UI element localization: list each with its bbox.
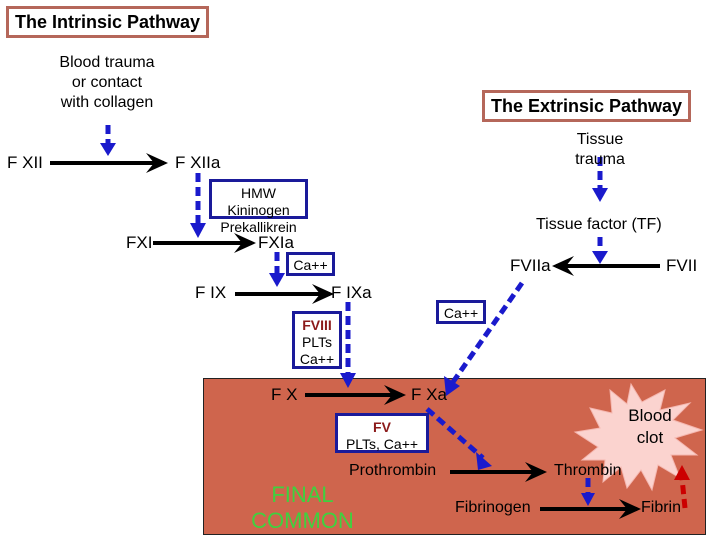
- activation-fviia-to-fx: [450, 281, 525, 384]
- trigger-line: Blood trauma: [59, 54, 155, 71]
- trigger-line: Tissue: [576, 131, 624, 148]
- factor-xa: F Xa: [411, 385, 447, 404]
- arrowhead: [269, 273, 285, 287]
- fibrinogen: Fibrinogen: [455, 499, 531, 516]
- cofactor-factor-v: FV: [373, 419, 391, 435]
- clot-line: Blood: [628, 406, 672, 425]
- cofactor-calcium-1: Ca++: [286, 252, 335, 276]
- arrowhead: [100, 143, 116, 156]
- intrinsic-trigger: Blood trauma or contact with collagen: [52, 53, 162, 113]
- trigger-line: with collagen: [60, 94, 154, 111]
- blood-clot-burst: [573, 382, 704, 492]
- fibrin: Fibrin: [641, 499, 682, 516]
- cofactor-hmw-kininogen-prekallikrein: HMW Kininogen Prekallikrein: [209, 179, 308, 235]
- arrowhead: [340, 373, 356, 388]
- blood-clot-label: Blood clot: [614, 405, 686, 449]
- cofactor-factor-viii: FVIII: [302, 317, 332, 333]
- factor-xia: FXIa: [258, 233, 294, 252]
- factor-ixa: F IXa: [331, 283, 372, 302]
- cofactor-fv: FV PLTs, Ca++: [335, 413, 429, 453]
- factor-xi: FXI: [126, 233, 153, 252]
- cofactor-line: Ca++: [299, 351, 335, 367]
- cofactor-line: Prekallikrein: [220, 219, 297, 235]
- arrow-fibrin-to-clot: [679, 477, 688, 509]
- prothrombin: Prothrombin: [349, 462, 437, 479]
- cofactor-line: PLTs, Ca++: [345, 436, 419, 452]
- factor-xii: F XII: [7, 153, 43, 172]
- arrowhead: [444, 376, 460, 396]
- factor-x: F X: [271, 385, 298, 404]
- factor-ix: F IX: [195, 283, 227, 302]
- trigger-line: or contact: [71, 74, 143, 91]
- arrowhead: [190, 223, 206, 238]
- factor-xiia: F XIIa: [175, 153, 221, 172]
- factor-viia: FVIIa: [510, 256, 551, 275]
- trigger-line: trauma: [575, 151, 625, 168]
- clot-line: clot: [636, 428, 664, 447]
- thrombin: Thrombin: [554, 462, 622, 479]
- tissue-factor: Tissue factor (TF): [536, 216, 662, 233]
- cofactor-fviii: FVIII PLTs Ca++: [292, 311, 342, 369]
- final-common-line: FINAL: [271, 482, 334, 507]
- intrinsic-pathway-title: The Intrinsic Pathway: [6, 6, 210, 38]
- arrowhead-red: [674, 465, 690, 480]
- extrinsic-pathway-title: The Extrinsic Pathway: [482, 90, 692, 122]
- factor-vii: FVII: [666, 256, 698, 275]
- arrowhead: [592, 251, 608, 264]
- cofactor-calcium-2: Ca++: [436, 300, 486, 324]
- cofactor-line: HMW Kininogen: [227, 185, 290, 218]
- arrowhead: [476, 452, 492, 470]
- arrowhead: [581, 493, 595, 506]
- final-common-label: FINAL COMMON: [240, 482, 365, 534]
- final-common-line: COMMON: [251, 508, 354, 533]
- activation-fxa-to-prothrombin: [425, 407, 485, 460]
- cofactor-line: PLTs: [301, 334, 333, 350]
- arrowhead: [592, 188, 608, 202]
- extrinsic-trigger: Tissue trauma: [560, 130, 640, 170]
